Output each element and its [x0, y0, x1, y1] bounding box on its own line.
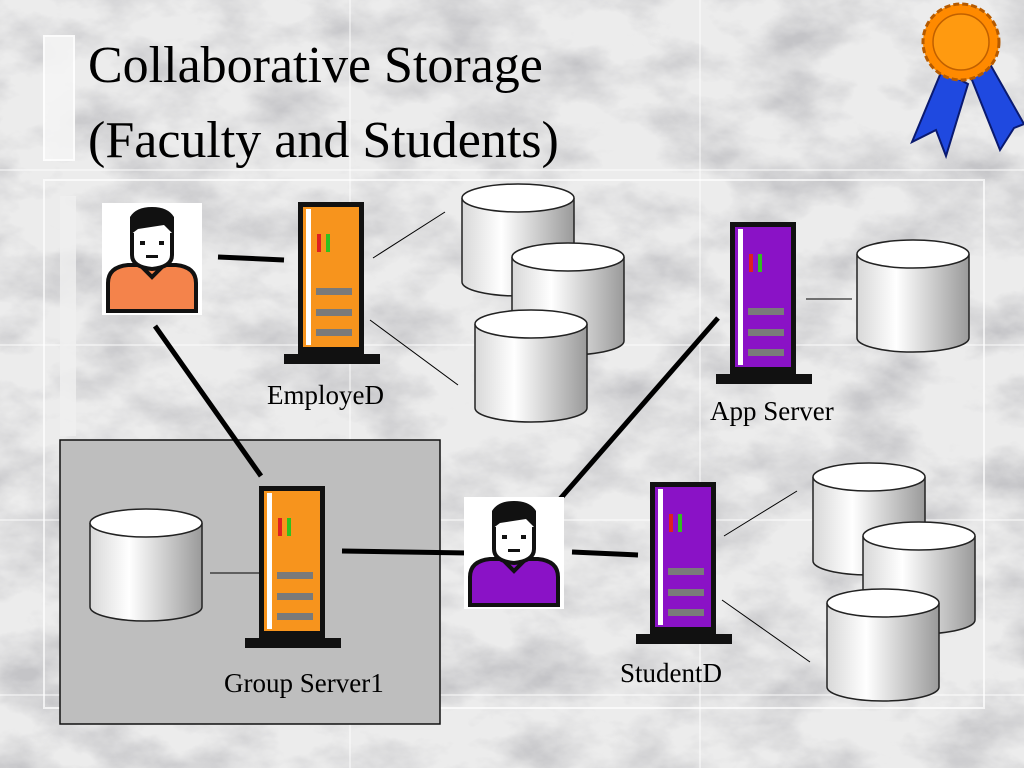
slide-title-line-1: Collaborative Storage [88, 37, 543, 94]
link-groupserver-student [341, 548, 469, 556]
database-disk-icon [89, 508, 203, 622]
database-disk-icon [856, 239, 970, 353]
app-server-label: App Server [710, 396, 834, 426]
link-faculty-groupserver [152, 324, 264, 478]
ribbon-award-icon [910, 2, 1024, 160]
faculty-user-icon [102, 203, 202, 315]
link-student-studentd [571, 549, 639, 558]
server-icon [284, 202, 380, 364]
studentd-server-label: StudentD [620, 658, 723, 688]
link-student-appserver [558, 316, 720, 501]
group-server-label: Group Server1 [224, 668, 384, 698]
student-user-icon [464, 497, 564, 609]
database-disk-icon [474, 309, 588, 423]
server-icon [636, 482, 732, 644]
database-disk-icon [826, 588, 940, 702]
server-icon [245, 486, 341, 648]
link-faculty-employed [217, 254, 285, 263]
server-icon [716, 222, 812, 384]
slide-title-line-2: (Faculty and Students) [88, 112, 559, 169]
employed-server-label: EmployeD [267, 380, 384, 410]
